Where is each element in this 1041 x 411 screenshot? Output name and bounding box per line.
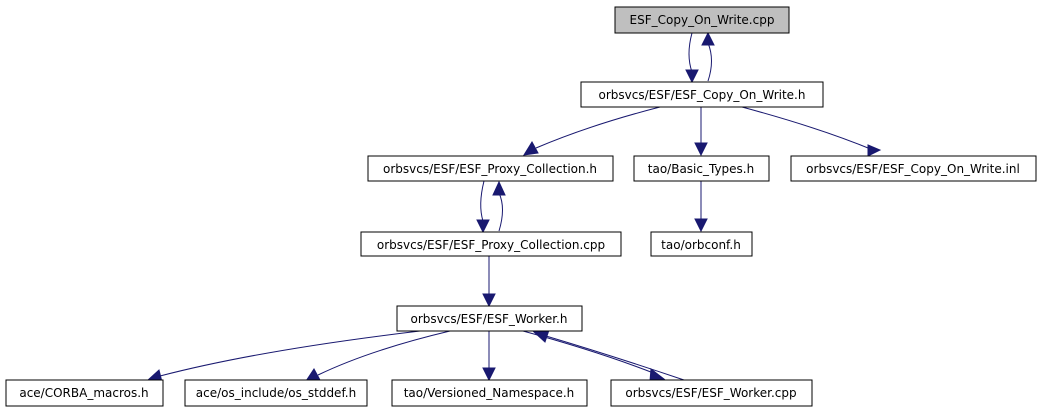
node-corba-macros-h[interactable]: ace/CORBA_macros.h bbox=[5, 379, 164, 407]
node-label: tao/Versioned_Namespace.h bbox=[404, 386, 575, 400]
edge-worker-h-to-versioned-ns bbox=[482, 331, 496, 382]
node-esf-worker-cpp[interactable]: orbsvcs/ESF/ESF_Worker.cpp bbox=[610, 379, 813, 407]
node-label: orbsvcs/ESF/ESF_Proxy_Collection.h bbox=[383, 162, 597, 176]
node-esf-proxy-collection-h[interactable]: orbsvcs/ESF/ESF_Proxy_Collection.h bbox=[367, 155, 614, 182]
edge-proxy-cpp-to-proxy-h bbox=[492, 180, 506, 232]
node-label: orbsvcs/ESF/ESF_Proxy_Collection.cpp bbox=[377, 238, 605, 252]
edge-cow-h-to-root bbox=[701, 31, 715, 82]
node-label: tao/Basic_Types.h bbox=[648, 162, 754, 176]
edge-worker-h-to-os-stddef bbox=[305, 330, 451, 382]
node-label: orbsvcs/ESF/ESF_Worker.h bbox=[411, 312, 568, 326]
node-esf-copy-on-write-inl[interactable]: orbsvcs/ESF/ESF_Copy_On_Write.inl bbox=[790, 155, 1037, 182]
edge-worker-h-to-corba-macros bbox=[146, 330, 421, 383]
edge-cow-h-to-cow-inl bbox=[741, 106, 882, 157]
node-basic-types-h[interactable]: tao/Basic_Types.h bbox=[633, 155, 770, 182]
node-label: ace/CORBA_macros.h bbox=[19, 386, 148, 400]
node-label: ace/os_include/os_stddef.h bbox=[196, 386, 356, 400]
node-os-stddef-h[interactable]: ace/os_include/os_stddef.h bbox=[184, 379, 368, 407]
node-label: orbsvcs/ESF/ESF_Worker.cpp bbox=[625, 386, 796, 400]
node-label: orbsvcs/ESF/ESF_Copy_On_Write.inl bbox=[806, 162, 1020, 176]
edge-worker-cpp-to-worker-h bbox=[532, 329, 685, 381]
edge-cow-h-to-basic-types bbox=[694, 107, 708, 157]
edge-cow-h-to-proxy-h bbox=[523, 106, 661, 156]
node-label: ESF_Copy_On_Write.cpp bbox=[630, 13, 775, 27]
node-esf-proxy-collection-cpp[interactable]: orbsvcs/ESF/ESF_Proxy_Collection.cpp bbox=[360, 231, 622, 257]
node-esf-copy-on-write-h[interactable]: orbsvcs/ESF/ESF_Copy_On_Write.h bbox=[580, 81, 824, 108]
edge-proxy-cpp-to-worker-h bbox=[482, 256, 496, 308]
node-esf-worker-h[interactable]: orbsvcs/ESF/ESF_Worker.h bbox=[396, 305, 583, 332]
node-esf-copy-on-write-cpp[interactable]: ESF_Copy_On_Write.cpp bbox=[614, 6, 790, 34]
node-label: tao/orbconf.h bbox=[661, 238, 741, 252]
node-versioned-namespace-h[interactable]: tao/Versioned_Namespace.h bbox=[391, 379, 588, 407]
edge-root-to-cow-h bbox=[685, 32, 699, 84]
nodes: ESF_Copy_On_Write.cpp orbsvcs/ESF/ESF_Co… bbox=[5, 6, 1037, 407]
node-label: orbsvcs/ESF/ESF_Copy_On_Write.h bbox=[599, 88, 806, 102]
node-orbconf-h[interactable]: tao/orbconf.h bbox=[650, 231, 753, 257]
edges bbox=[146, 31, 882, 383]
edge-basic-types-to-orbconf bbox=[694, 181, 708, 233]
edge-proxy-h-to-proxy-cpp bbox=[476, 180, 490, 234]
